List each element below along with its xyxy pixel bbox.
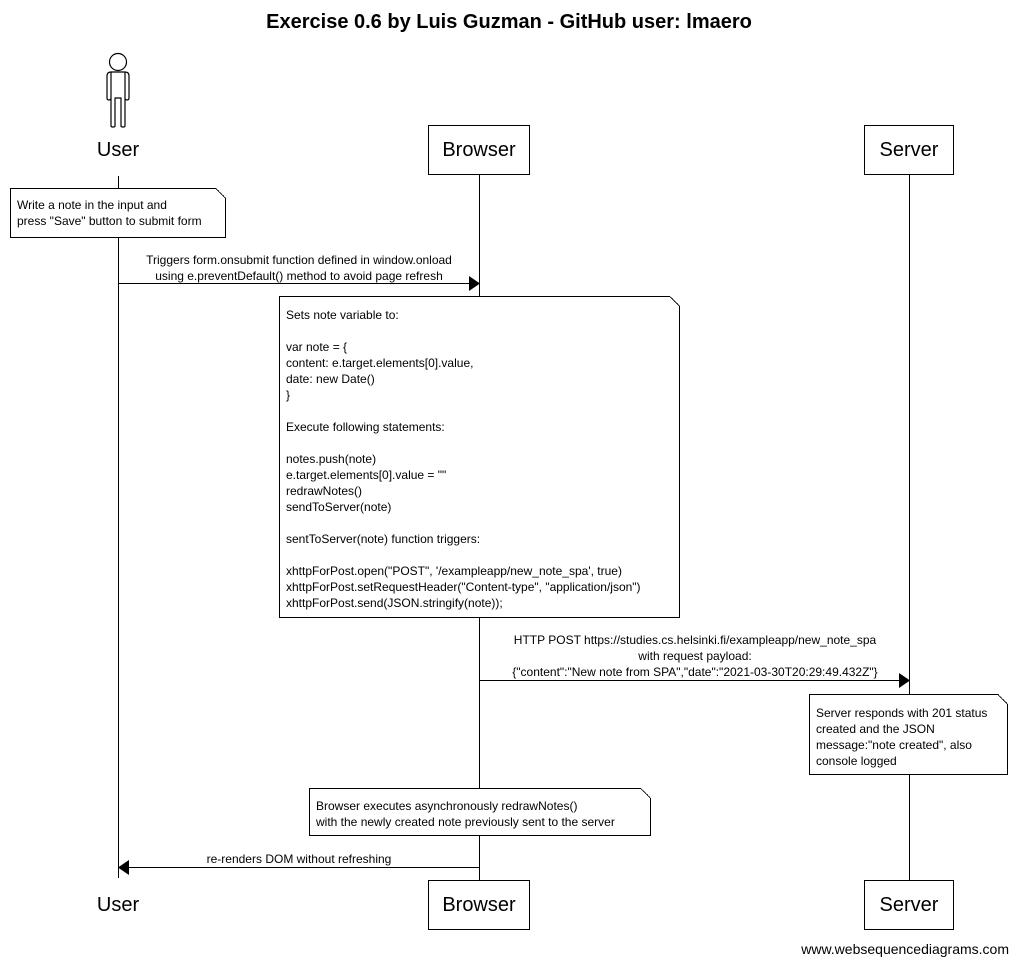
user-actor-icon: [106, 52, 130, 128]
user-actor-label-top: User: [96, 139, 140, 161]
server-participant-label-bottom: Server: [879, 894, 939, 916]
footer-watermark: www.websequencediagrams.com: [801, 941, 1009, 957]
browser-participant-label-bottom: Browser: [442, 894, 516, 916]
user-action-note: Write a note in the input and press "Sav…: [10, 188, 226, 238]
post-message-arrow: [479, 680, 900, 681]
server-participant-bottom: Server: [864, 880, 954, 930]
rerender-message-arrow: [128, 867, 479, 868]
browser-participant-label: Browser: [442, 139, 516, 161]
browser-participant-top: Browser: [428, 125, 530, 175]
user-actor-label-bottom: User: [96, 894, 140, 916]
rerender-arrowhead-icon: [118, 860, 129, 875]
browser-logic-note: Sets note variable to: var note = { cont…: [279, 296, 680, 618]
server-lifeline: [909, 174, 910, 880]
server-participant-top: Server: [864, 125, 954, 175]
post-message-label: HTTP POST https://studies.cs.helsinki.fi…: [512, 633, 878, 679]
user-lifeline: [118, 176, 119, 878]
rerender-message-label: re-renders DOM without refreshing: [206, 852, 392, 866]
diagram-title: Exercise 0.6 by Luis Guzman - GitHub use…: [266, 11, 752, 33]
submit-message-arrow: [118, 283, 470, 284]
server-participant-label: Server: [879, 139, 939, 161]
server-response-note: Server responds with 201 status created …: [809, 694, 1008, 775]
browser-participant-bottom: Browser: [428, 880, 530, 930]
post-arrowhead-icon: [899, 673, 910, 688]
submit-message-label: Triggers form.onsubmit function defined …: [146, 253, 452, 283]
redraw-note: Browser executes asynchronously redrawNo…: [309, 788, 651, 836]
submit-arrowhead-icon: [469, 276, 480, 291]
